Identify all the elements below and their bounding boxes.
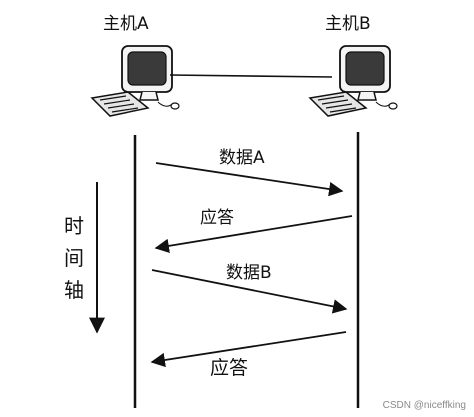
message-label-4: 应答: [210, 357, 249, 379]
message-arrow-2: [154, 215, 353, 254]
message-arrow-4: [150, 331, 347, 368]
message-arrow-3: [151, 269, 348, 314]
message-arrow-1: [155, 162, 344, 197]
host-link-line: [169, 74, 333, 78]
message-label-3: 数据B: [226, 263, 272, 283]
host-b-label: 主机B: [325, 14, 371, 34]
message-label-2: 应答: [200, 208, 234, 228]
host-a-computer-icon: [91, 45, 180, 117]
time-axis-char-3: 轴: [64, 278, 84, 302]
host-b-computer-icon: [309, 45, 398, 117]
host-a-label: 主机A: [103, 14, 149, 34]
time-axis-char-2: 间: [64, 246, 84, 270]
credit-watermark: CSDN @niceffking: [382, 400, 466, 411]
message-label-1: 数据A: [219, 148, 265, 168]
time-axis-char-1: 时: [64, 214, 84, 238]
